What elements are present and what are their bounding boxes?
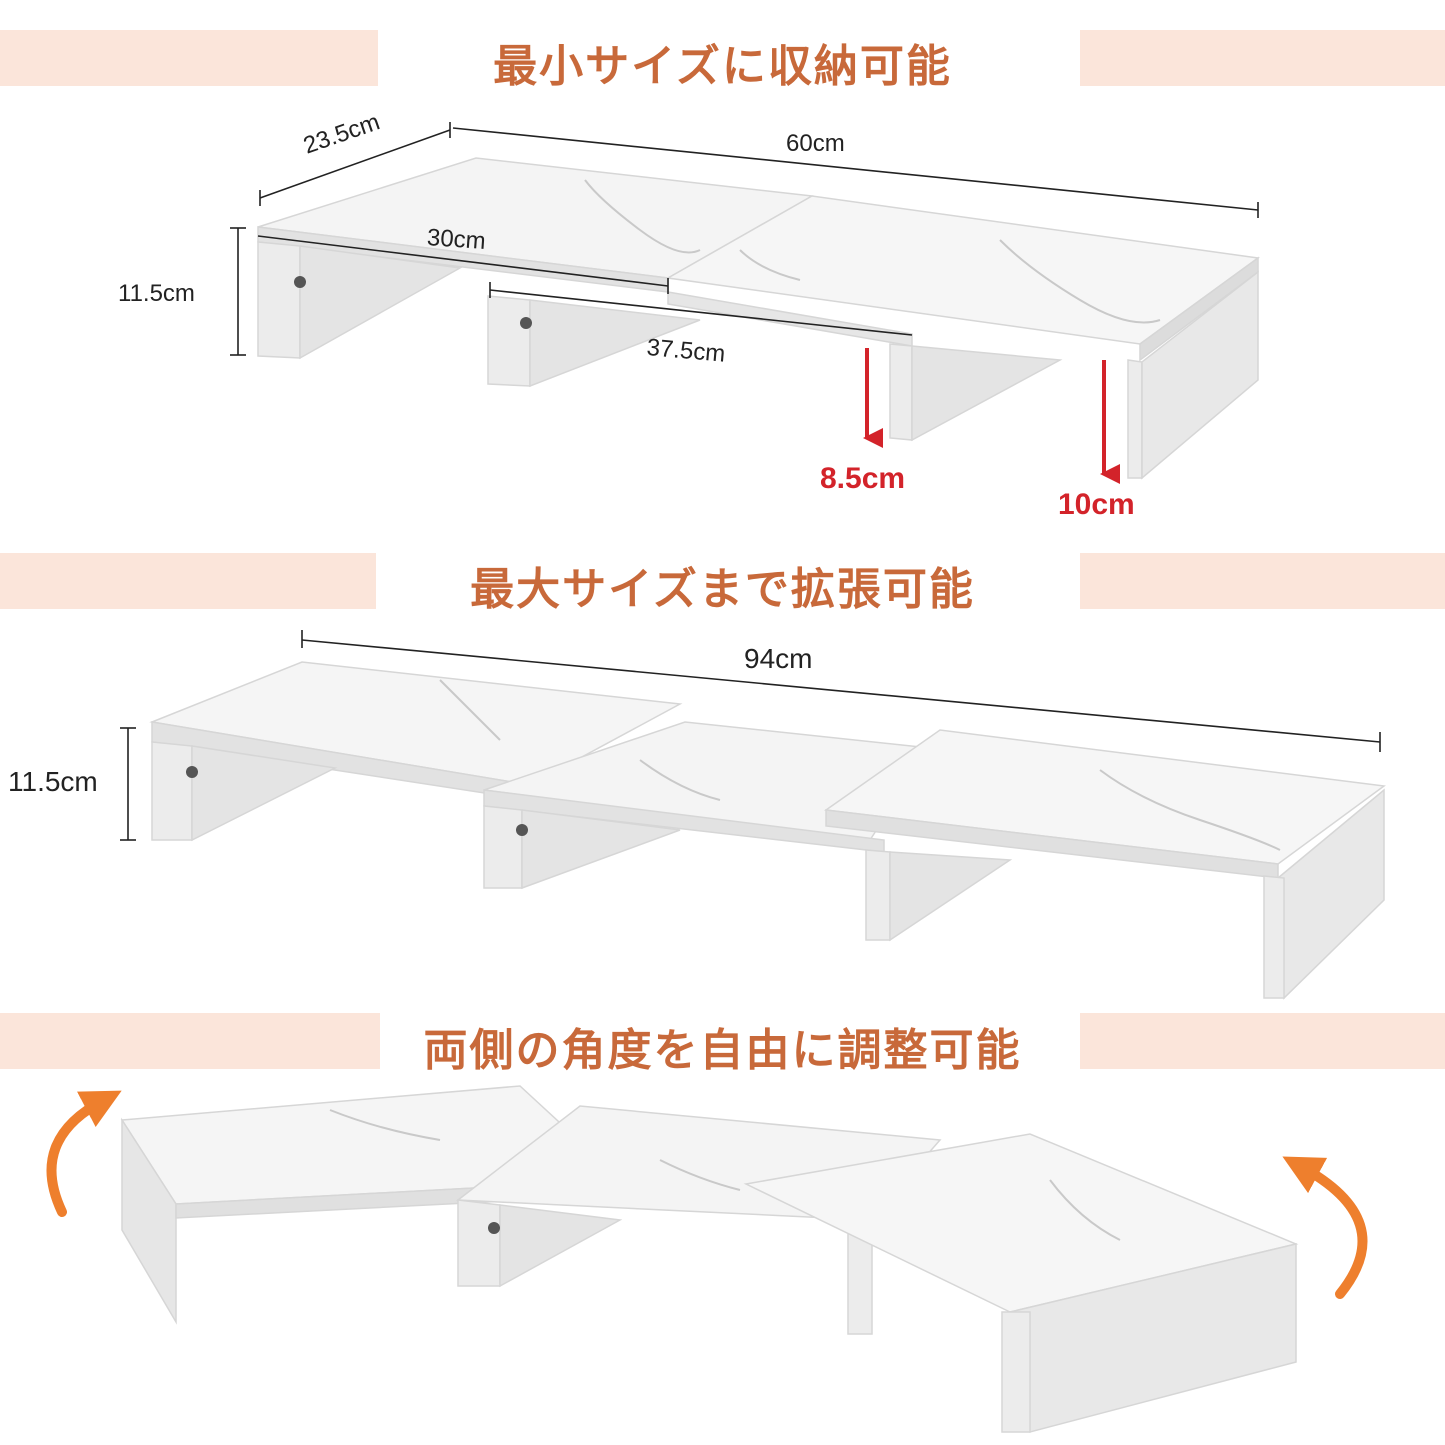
screw-icon (516, 824, 528, 836)
dim-drop-long: 10cm (1058, 488, 1135, 521)
compact-stand (257, 157, 1260, 480)
dim-height-min: 11.5cm (118, 280, 195, 307)
curved-arrow-left-icon (46, 1090, 122, 1217)
dim-height-max: 11.5cm (8, 766, 98, 797)
dimension-lines-compact (230, 122, 1259, 356)
heading-band-left-1 (0, 30, 378, 86)
screw-icon (186, 766, 198, 778)
heading-band-right-3 (1080, 1013, 1445, 1069)
dim-drop-short: 8.5cm (820, 462, 906, 495)
angled-stand (120, 1085, 1299, 1433)
dim-width-max: 94cm (744, 643, 813, 674)
section-heading-min: 最小サイズに収納可能 (493, 41, 952, 92)
heading-band-left-2 (0, 553, 376, 609)
section-heading-angle: 両側の角度を自由に調整可能 (423, 1025, 1022, 1076)
heading-band-right-1 (1080, 30, 1445, 86)
dim-inner-top: 30cm (426, 224, 487, 256)
screw-icon (520, 317, 532, 329)
extended-stand (149, 661, 1386, 1000)
screw-icon (294, 276, 306, 288)
heading-band-right-2 (1080, 553, 1445, 609)
heading-band-left-3 (0, 1013, 380, 1069)
dimension-lines-extended (120, 630, 1381, 841)
screw-icon (488, 1222, 500, 1234)
dim-width-min: 60cm (786, 130, 845, 157)
section-heading-max: 最大サイズまで拡張可能 (470, 564, 975, 615)
curved-arrow-right-icon (1282, 1156, 1368, 1299)
